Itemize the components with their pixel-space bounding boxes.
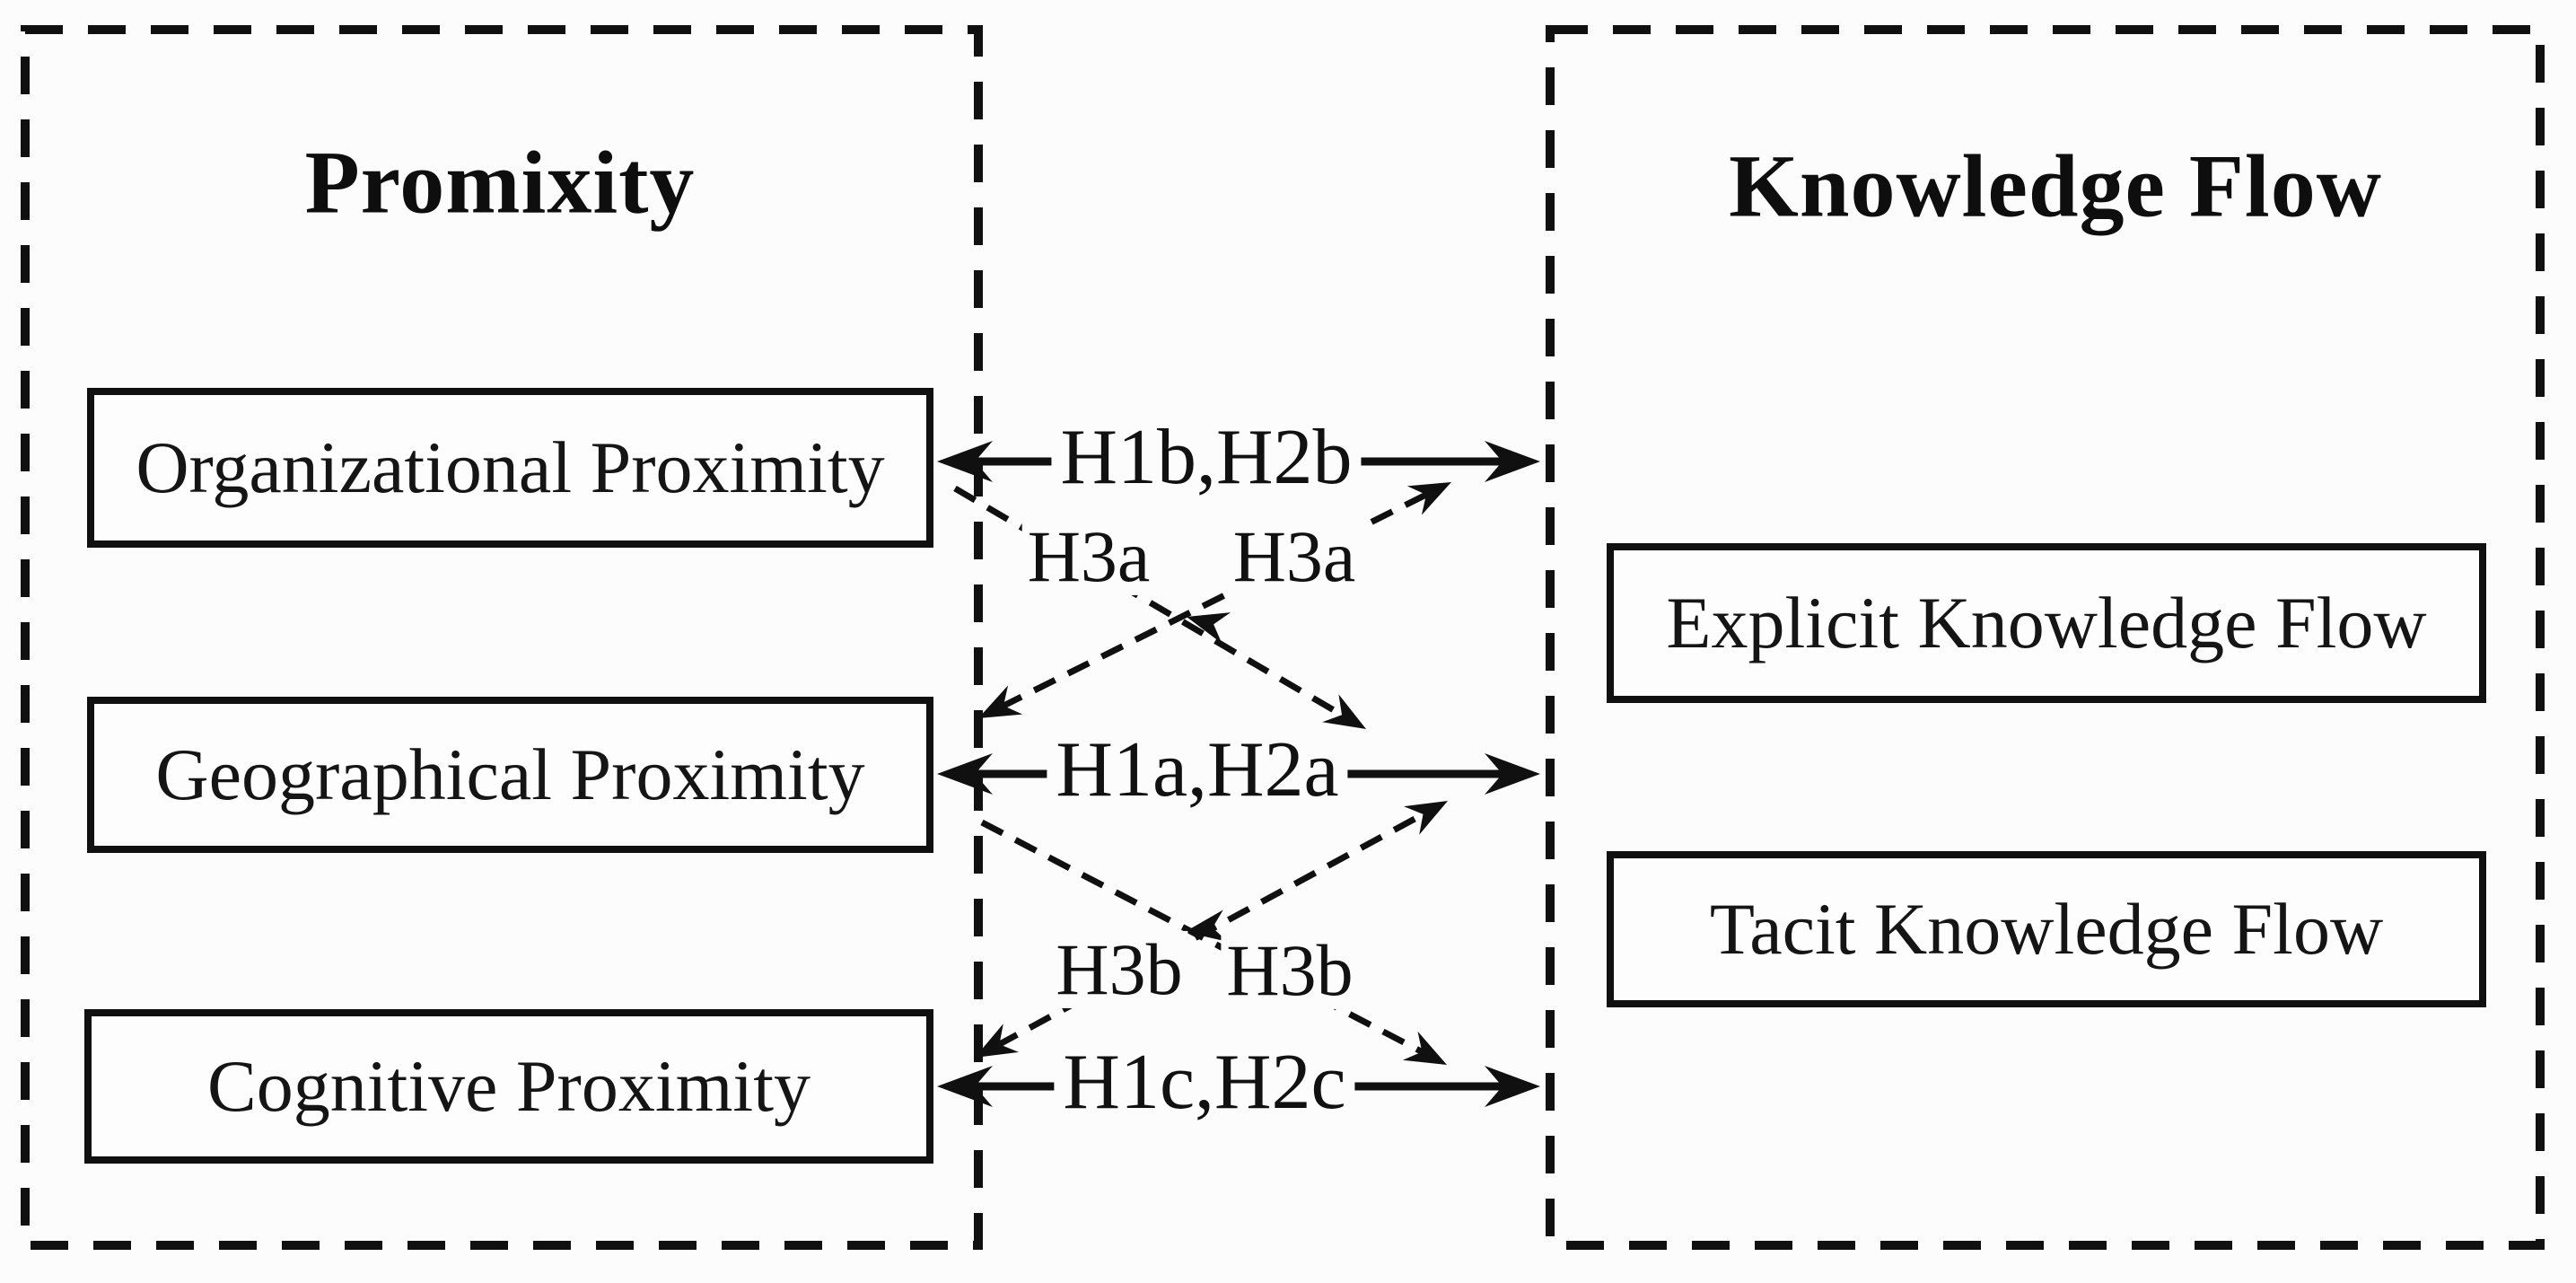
node-label-explicit-knowledge-flow: Explicit Knowledge Flow [1666,582,2427,663]
solid-arrowhead-left-h1c-h2c [937,1066,993,1107]
dashed-arrowhead-h3a-crossing-head [1187,612,1231,644]
label-h3b-right: H3b [1221,931,1359,1010]
label-h3a-left: H3a [1021,517,1156,596]
solid-arrowhead-left-h1b-h2b [937,441,993,482]
node-organizational-proximity: Organizational Proximity [87,388,933,548]
label-h3a-right: H3a [1227,517,1362,596]
node-label-geographical-proximity: Geographical Proximity [155,734,865,815]
dashed-arrowhead-start-h3a-from-geographical [978,685,1023,718]
label-h1b-h2b: H1b,H2b [1051,416,1362,500]
dashed-arrowhead-start-h3b-from-cognitive [975,1024,1019,1058]
frame-title-proximity: Promixity [304,132,696,233]
node-cognitive-proximity: Cognitive Proximity [84,1009,933,1164]
solid-arrowhead-right-h1c-h2c [1485,1066,1540,1107]
dashed-arrowhead-end-h3b-from-geographical [1402,1031,1447,1065]
label-h3b-left: H3b [1050,930,1188,1009]
dashed-arrowhead-end-h3a-from-geographical [1406,482,1451,515]
solid-arrowhead-left-h1a-h2a [937,753,993,795]
node-label-tacit-knowledge-flow: Tacit Knowledge Flow [1709,888,2384,970]
frame-title-knowledge-flow: Knowledge Flow [1729,136,2382,236]
dashed-arrowhead-h3b-crossing-head [1185,910,1229,942]
dashed-arrow-h3b-from-geographical [980,819,1427,1057]
frame-border-proximity [21,25,983,1250]
node-label-organizational-proximity: Organizational Proximity [136,426,885,508]
node-explicit-knowledge-flow: Explicit Knowledge Flow [1607,543,2486,703]
node-label-cognitive-proximity: Cognitive Proximity [207,1045,810,1127]
dashed-arrowhead-end-h3a-from-organizational [1322,694,1366,729]
node-geographical-proximity: Geographical Proximity [87,697,933,853]
label-h1a-h2a: H1a,H2a [1047,728,1348,813]
dashed-arrowhead-end-h3b-from-cognitive [1404,801,1448,835]
node-tacit-knowledge-flow: Tacit Knowledge Flow [1607,851,2486,1007]
label-h1c-h2c: H1c,H2c [1054,1041,1355,1125]
frame-border-knowledge-flow [1546,25,2545,1250]
solid-arrowhead-right-h1a-h2a [1485,753,1540,795]
solid-arrowhead-right-h1b-h2b [1485,441,1540,482]
